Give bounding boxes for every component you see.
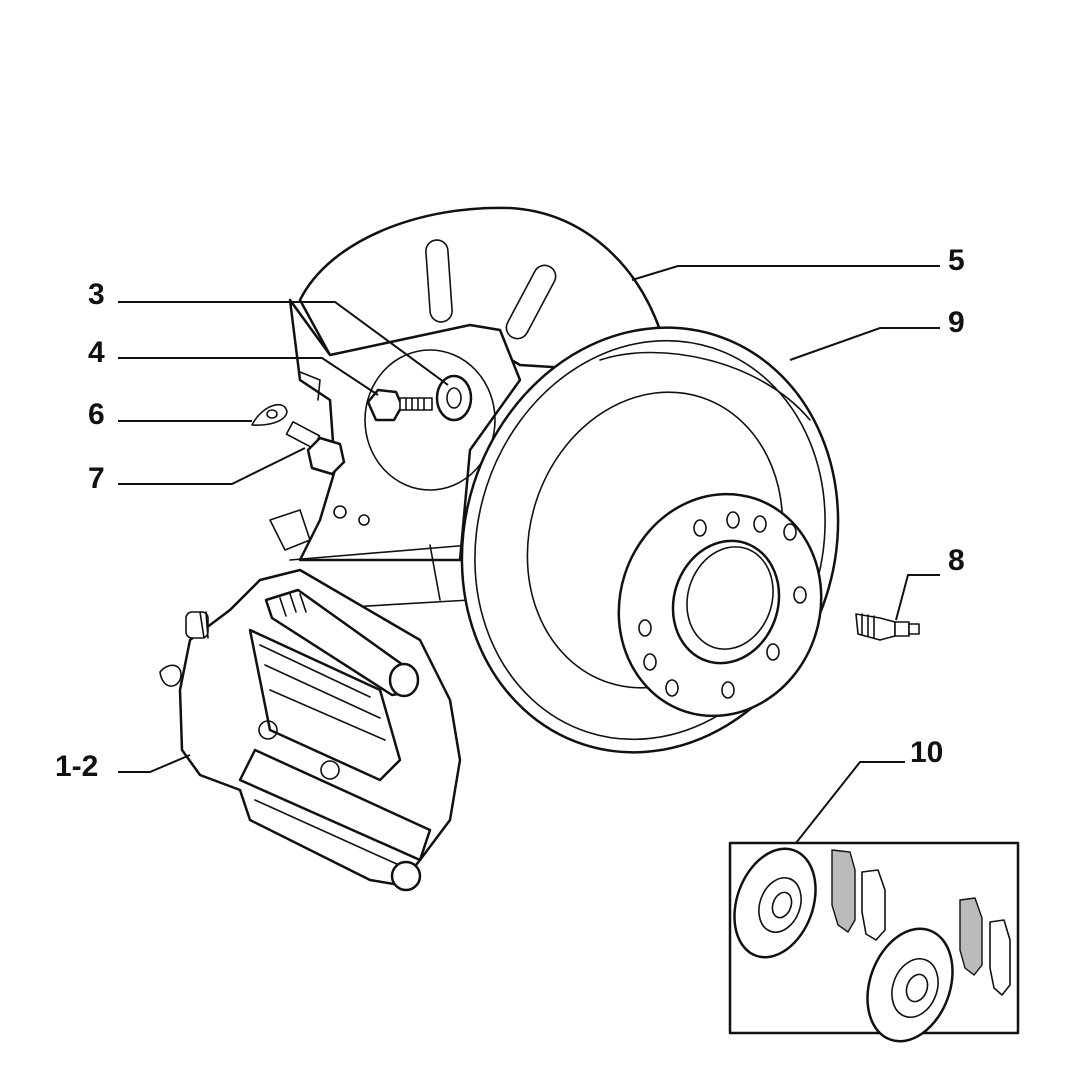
callout-7: 7 <box>88 462 105 495</box>
dust-shield <box>269 206 662 611</box>
leader-1-2 <box>118 754 191 773</box>
callout-3: 3 <box>88 278 105 311</box>
callout-6: 6 <box>88 398 105 431</box>
leader-4 <box>118 357 379 396</box>
clip-6 <box>251 403 288 426</box>
callout-8: 8 <box>948 544 965 577</box>
brake-kit-box <box>728 841 1020 1043</box>
callout-4: 4 <box>88 336 105 369</box>
callout-5: 5 <box>948 244 965 277</box>
callout-10: 10 <box>910 736 943 769</box>
leader-10 <box>795 761 905 844</box>
leader-8 <box>895 574 940 621</box>
bolt-7 <box>285 420 346 476</box>
wheel-stud-8 <box>855 613 920 641</box>
callout-9: 9 <box>948 306 965 339</box>
leader-3 <box>118 301 449 386</box>
leader-9 <box>789 327 940 361</box>
brake-disc <box>460 326 840 754</box>
leader-lines <box>118 265 940 844</box>
bolt-4 <box>366 388 433 422</box>
callout-labels: 3 4 6 7 1-2 5 9 8 10 <box>55 244 965 783</box>
brake-caliper <box>159 568 462 892</box>
leader-7 <box>118 447 306 485</box>
callout-1-2: 1-2 <box>55 750 98 783</box>
leader-5 <box>631 265 940 281</box>
washer-3 <box>435 374 473 422</box>
